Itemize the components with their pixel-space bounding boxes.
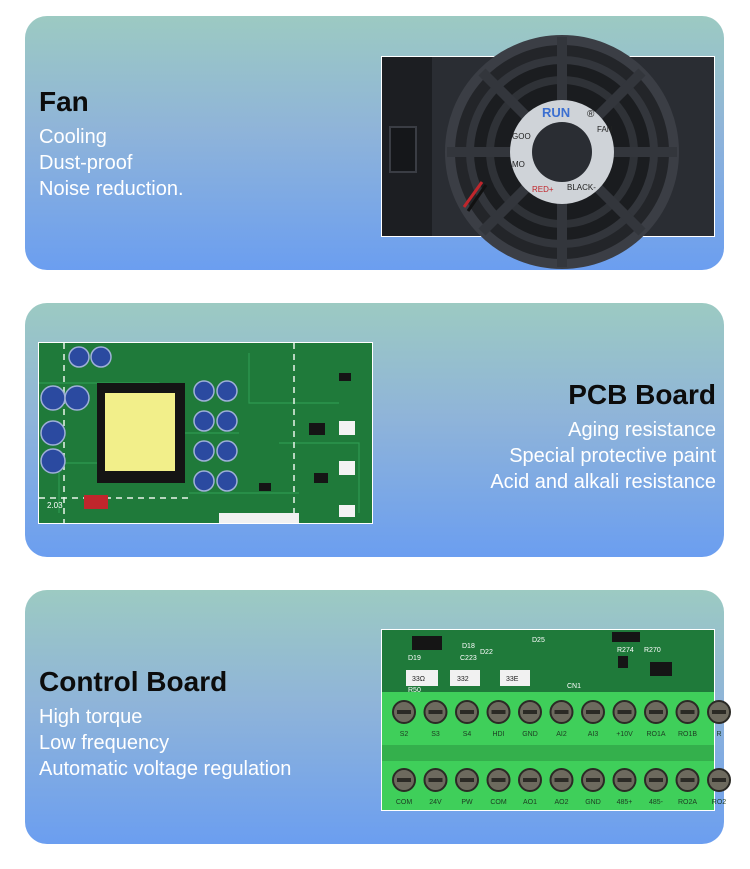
feature-item: Dust-proof (39, 152, 133, 174)
feature-item: High torque (39, 706, 143, 728)
terminal-label: AO2 (554, 799, 568, 806)
fan-card: Fan Cooling Dust-proof Noise reduction. … (25, 16, 724, 270)
terminal-screw-slot (523, 778, 537, 782)
terminal-screw-slot (680, 778, 695, 782)
terminal-label: RO2 (712, 799, 727, 806)
board-ref: R274 (617, 647, 634, 654)
control-board-card: Control Board High torque Low frequency … (25, 590, 731, 844)
terminal-screw-slot (617, 710, 632, 714)
terminal-label: R (716, 731, 721, 738)
feature-item: Low frequency (39, 732, 170, 754)
terminal-screw-slot (554, 778, 569, 782)
terminal-label: GND (585, 799, 601, 806)
terminal-label: 485+ (617, 799, 633, 806)
terminal-screw-slot (397, 778, 411, 782)
fan-brand-label: RUN (542, 105, 570, 120)
pcb-card: 2.03 PCB Board Aging resistance Special … (25, 303, 724, 557)
feature-item: Acid and alkali resistance (490, 471, 716, 493)
terminal-label: +10V (616, 731, 633, 738)
card-title: Control Board (39, 666, 228, 697)
feature-item: Noise reduction. (39, 178, 184, 200)
fan-photo: RUN ® GOO FAN MO RED+ BLACK- (381, 35, 715, 269)
feature-item: Special protective paint (509, 445, 716, 467)
terminal-screw-slot (586, 778, 600, 782)
terminal-label: AI3 (588, 731, 599, 738)
pcb-photo-icon: 2.03 (39, 343, 372, 523)
terminal-screw-slot (649, 778, 663, 782)
terminal-screw-slot (491, 710, 506, 714)
terminal-screw-slot (428, 710, 443, 714)
board-ref: D25 (532, 637, 545, 644)
fan-fan-label: FAN (597, 125, 613, 134)
control-board-photo: D19 D18 D22 C223 D25 R274 R270 R50 CN1 3… (381, 629, 731, 811)
terminal-screw-slot (428, 778, 443, 782)
board-ref: C223 (460, 655, 477, 662)
terminal-screw-slot (491, 778, 506, 782)
feature-item: Aging resistance (568, 419, 716, 441)
terminal-label: S3 (431, 731, 440, 738)
terminal-screw-slot (712, 710, 726, 714)
board-ref: 332 (457, 676, 469, 683)
feature-item: Cooling (39, 126, 107, 148)
terminal-label: 485- (649, 799, 664, 806)
board-ref: CN1 (567, 683, 581, 690)
card-title: Fan (39, 86, 89, 117)
fan-text-block: Fan Cooling Dust-proof Noise reduction. (39, 86, 184, 202)
control-board-text-block: Control Board High torque Low frequency … (39, 666, 291, 782)
terminal-labels-bottom: COM 24V PW COM AO1 AO2 GND 485+ 485- RO2A RO2 (396, 799, 726, 806)
terminal-screw-slot (680, 710, 695, 714)
terminal-label: PW (461, 799, 473, 806)
terminal-label: S4 (463, 731, 472, 738)
control-board-photo-icon: D19 D18 D22 C223 D25 R274 R270 R50 CN1 3… (382, 630, 731, 810)
feature-item: Automatic voltage regulation (39, 758, 292, 780)
terminal-label: 24V (429, 799, 442, 806)
pcb-ref-label: 2.03 (47, 501, 63, 510)
board-ref: D19 (408, 655, 421, 662)
terminal-label: S2 (400, 731, 409, 738)
terminal-labels-top: S2 S3 S4 HDI GND AI2 AI3 +10V RO1A RO1B R (400, 731, 722, 738)
board-ref: D22 (480, 649, 493, 656)
pcb-photo: 2.03 (38, 342, 373, 524)
terminal-label: RO2A (678, 799, 697, 806)
board-ref: R50 (408, 687, 421, 694)
fan-photo-icon: RUN ® GOO FAN MO RED+ BLACK- (382, 35, 714, 269)
terminal-label: AI2 (556, 731, 567, 738)
terminal-row-top (392, 700, 731, 724)
board-ref: R270 (644, 647, 661, 654)
terminal-label: COM (490, 799, 507, 806)
board-ref: D18 (462, 643, 475, 650)
terminal-label: AO1 (523, 799, 537, 806)
terminal-screw-slot (617, 778, 632, 782)
terminal-label: GND (522, 731, 538, 738)
card-title: PCB Board (568, 379, 716, 410)
terminal-screw-slot (554, 710, 569, 714)
terminal-screw-slot (460, 778, 474, 782)
terminal-screw-slot (712, 778, 726, 782)
terminal-label: HDI (492, 731, 504, 738)
fan-registered-label: ® (587, 109, 595, 120)
terminal-row-bottom (392, 768, 731, 792)
fan-black-label: BLACK- (567, 183, 596, 192)
terminal-screw-slot (649, 710, 663, 714)
pcb-text-block: PCB Board Aging resistance Special prote… (490, 379, 716, 495)
terminal-label: RO1A (646, 731, 665, 738)
terminal-screw-slot (460, 710, 474, 714)
terminal-label: RO1B (678, 731, 697, 738)
terminal-screw-slot (397, 710, 411, 714)
terminal-screw-slot (586, 710, 600, 714)
fan-red-label: RED+ (532, 185, 554, 194)
fan-good-label: GOO (512, 132, 531, 141)
fan-mo-label: MO (512, 160, 525, 169)
terminal-screw-slot (523, 710, 537, 714)
terminal-label: COM (396, 799, 413, 806)
board-ref: 33Ω (412, 676, 425, 683)
board-ref: 33E (506, 676, 519, 683)
